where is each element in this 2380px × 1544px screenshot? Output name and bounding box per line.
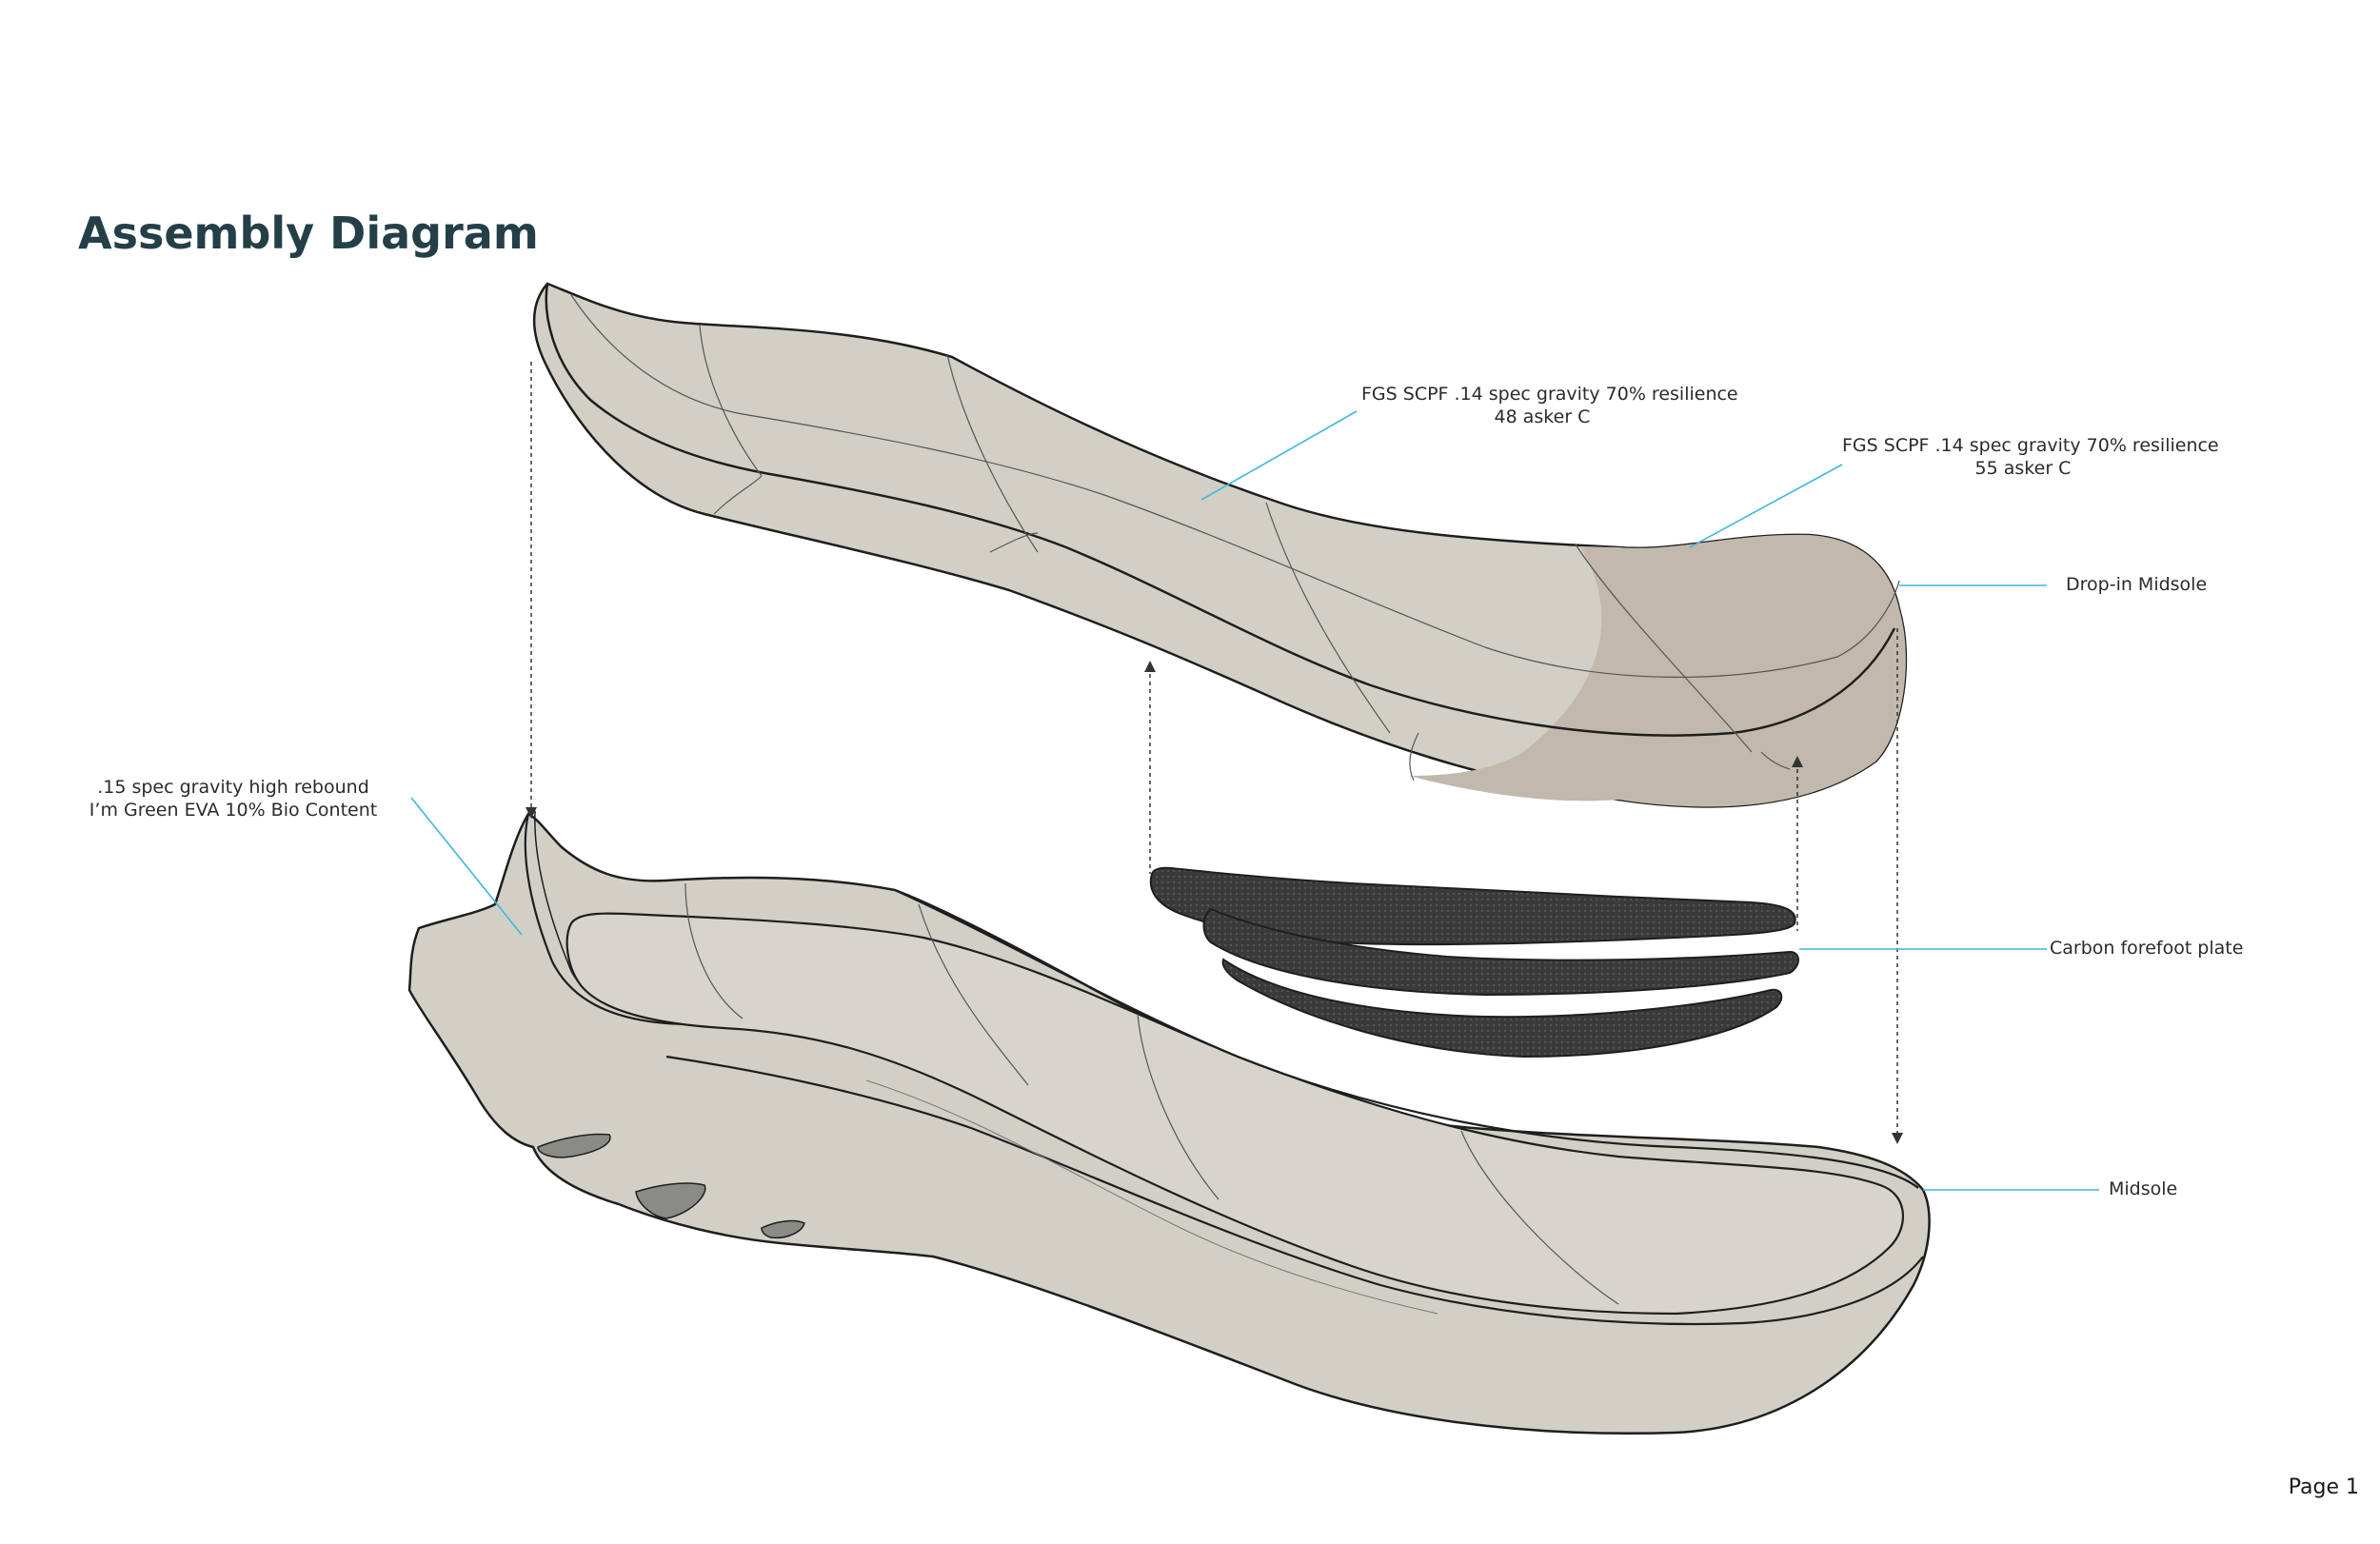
carbon-plate-prong-3 (1221, 958, 1783, 1059)
callout-fgs-48-line2: 48 asker C (1494, 406, 1591, 427)
page-title: Assembly Diagram (78, 208, 539, 259)
callout-eva-line1: .15 spec gravity high rebound (97, 777, 369, 798)
carbon-forefoot-plate (1149, 866, 1799, 1059)
forefoot-tan-zone (1409, 534, 1906, 807)
leader-eva (410, 797, 523, 936)
alignment-arrows (530, 362, 1898, 1138)
drop-in-midsole-part (532, 282, 1908, 808)
midsole-footbed-cavity (565, 912, 1904, 1316)
leader-lines (410, 410, 2099, 1191)
outsole-lug-1 (537, 1133, 611, 1158)
callout-fgs-55-line2: 55 asker C (1974, 458, 2072, 479)
callout-eva: .15 spec gravity high rebound I’m Green … (76, 776, 390, 821)
carbon-plate-prong-2 (1202, 907, 1799, 997)
callout-fgs-55-line1: FGS SCPF .14 spec gravity 70% resilience (1842, 435, 2219, 456)
midsole-part (407, 810, 1931, 1435)
leader-fgs-48 (1200, 410, 1358, 501)
callout-fgs-48: FGS SCPF .14 spec gravity 70% resilience… (1361, 383, 1738, 428)
page-number: Page 1 (2288, 1475, 2359, 1499)
callout-midsole: Midsole (2109, 1178, 2178, 1199)
callout-eva-line2: I’m Green EVA 10% Bio Content (89, 800, 378, 821)
arrow-heads (526, 661, 1903, 1144)
outsole-lug-2 (635, 1182, 706, 1219)
callout-drop-in-midsole: Drop-in Midsole (2066, 574, 2208, 595)
callout-fgs-55: FGS SCPF .14 spec gravity 70% resilience… (1842, 434, 2219, 480)
outsole-lug-3 (761, 1219, 805, 1239)
callout-carbon-plate: Carbon forefoot plate (2050, 938, 2244, 959)
leader-fgs-55 (1689, 464, 1843, 548)
callout-fgs-48-line1: FGS SCPF .14 spec gravity 70% resilience (1361, 384, 1738, 405)
